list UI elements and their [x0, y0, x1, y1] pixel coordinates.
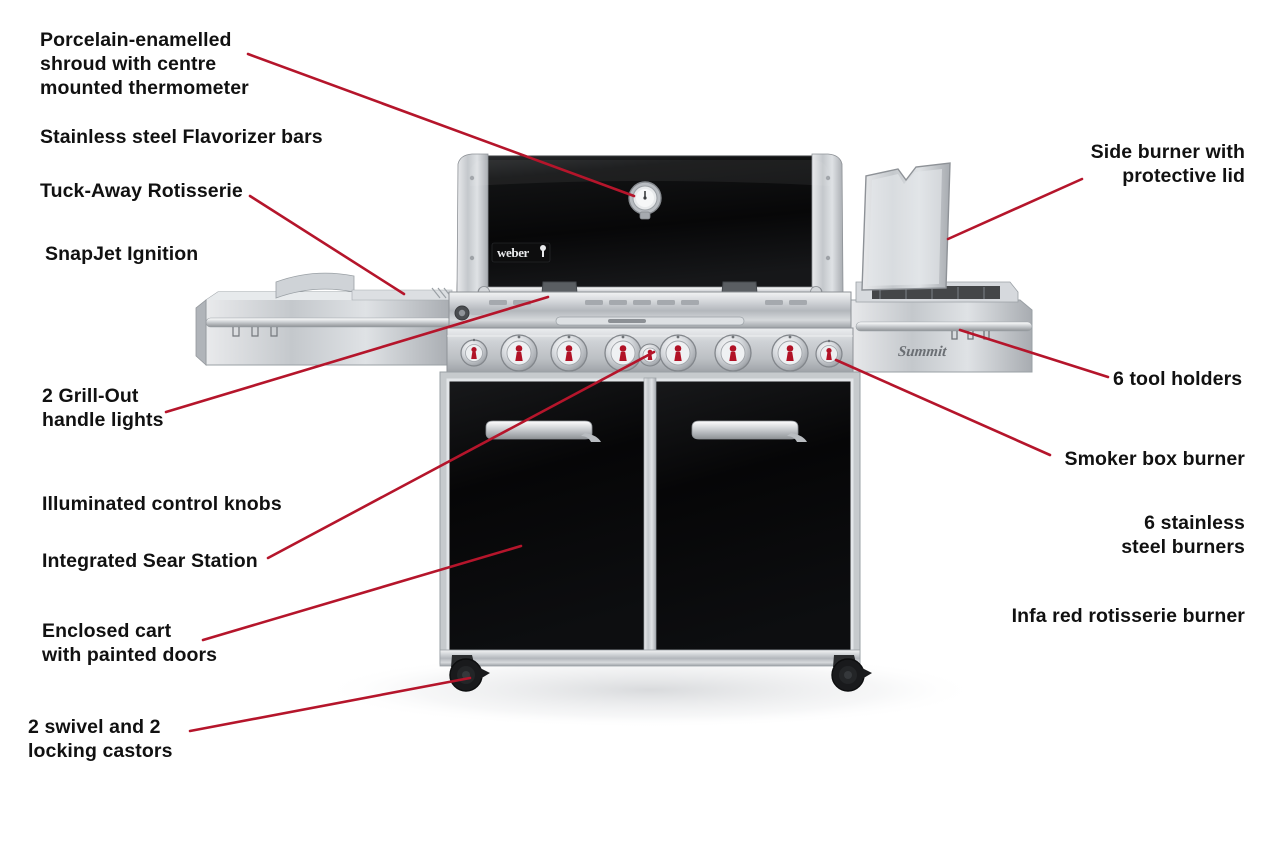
weber-logo: weber — [491, 242, 551, 263]
lid-right-post — [811, 153, 844, 293]
callout-label-flavorizer: Stainless steel Flavorizer bars — [40, 126, 323, 148]
cart-door-left-handle — [485, 420, 593, 440]
control-panel-light-strip — [555, 316, 745, 326]
right-side-shelf: Summit — [847, 162, 1033, 373]
cart-door-right[interactable] — [652, 378, 854, 658]
callout-label-steel-burners: 6 stainless steel burners — [1121, 512, 1245, 558]
control-panel — [446, 327, 854, 373]
svg-text:Summit: Summit — [897, 344, 948, 360]
cart-door-right-handle — [691, 420, 799, 440]
callout-label-snapjet: SnapJet Ignition — [45, 243, 199, 265]
castor-front-right — [831, 655, 872, 692]
callout-label-sear-station: Integrated Sear Station — [42, 550, 258, 572]
callout-label-infra-red: Infa red rotisserie burner — [1011, 605, 1245, 627]
callout-label-tool-holders: 6 tool holders — [1113, 368, 1243, 390]
grill-cookbox — [448, 291, 852, 329]
summit-badge: Summit — [897, 344, 948, 360]
control-knob-2[interactable] — [500, 334, 538, 372]
control-knob-7[interactable] — [771, 334, 809, 372]
enclosed-cart — [439, 371, 861, 667]
callout-label-castors: 2 swivel and 2 locking castors — [28, 716, 173, 762]
callout-label-handle-lights: 2 Grill-Out handle lights — [42, 385, 164, 431]
left-side-shelf — [195, 272, 453, 366]
callout-label-rotisserie: Tuck-Away Rotisserie — [40, 180, 243, 202]
callout-label-shroud: Porcelain-enamelled shroud with centre m… — [40, 29, 249, 99]
sear-station-knob[interactable] — [638, 343, 662, 367]
callout-label-smoker-box: Smoker box burner — [1064, 448, 1245, 470]
callout-label-cart: Enclosed cart with painted doors — [42, 620, 218, 666]
svg-text:weber: weber — [497, 245, 530, 260]
control-knob-6[interactable] — [714, 334, 752, 372]
cart-door-left[interactable] — [446, 378, 648, 658]
lid-thermometer — [628, 181, 662, 220]
callout-label-side-burner: Side burner with protective lid — [1090, 141, 1245, 187]
callout-label-knobs: Illuminated control knobs — [42, 493, 282, 515]
control-knob-4[interactable] — [604, 334, 642, 372]
control-knob-5[interactable] — [659, 334, 697, 372]
control-knob-3[interactable] — [550, 334, 588, 372]
